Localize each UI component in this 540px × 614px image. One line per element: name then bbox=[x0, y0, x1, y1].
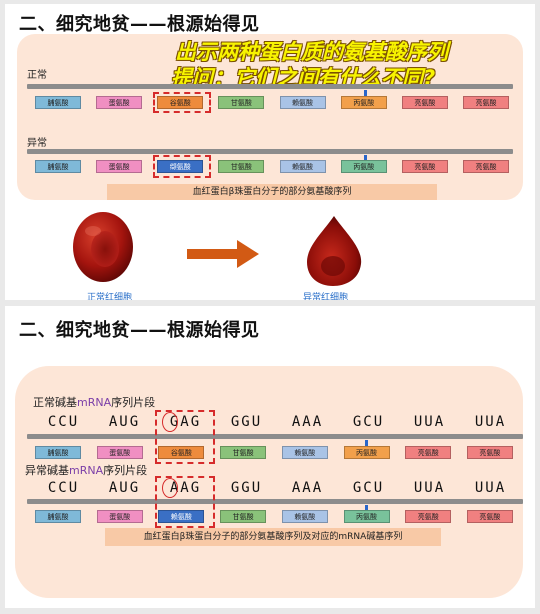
slide-title: 二、细究地贫——根源始得见 bbox=[19, 14, 260, 35]
amino-acid-cell: 亮氨酸 bbox=[462, 96, 509, 109]
mrna-comparison-panel bbox=[15, 366, 523, 598]
amino-acid-cell: 蛋氨酸 bbox=[96, 510, 143, 523]
amino-acid-cell: 甘氨酸 bbox=[218, 96, 265, 109]
amino-acid-cell: 蛋氨酸 bbox=[96, 96, 143, 109]
mutation-circle-normal bbox=[162, 412, 178, 432]
amino-acid-cell: 赖氨酸 bbox=[281, 446, 328, 459]
codon: UUA bbox=[413, 414, 446, 430]
codon: CCU bbox=[47, 414, 80, 430]
mutation-circle-abnormal bbox=[162, 478, 178, 498]
abnormal-amino-acid-row: 脯氨酸 蛋氨酸 赖氨酸 甘氨酸 赖氨酸 丙氨酸 亮氨酸 亮氨酸 bbox=[35, 510, 513, 523]
codon: GGU bbox=[230, 480, 263, 496]
label-suffix: 序列片段 bbox=[103, 464, 148, 477]
amino-acid-cell: 亮氨酸 bbox=[405, 446, 452, 459]
normal-cell-label: 正常红细胞 bbox=[87, 293, 133, 300]
marker-dot bbox=[364, 90, 367, 96]
codon: UUA bbox=[413, 480, 446, 496]
overlay-instruction-line1: 出示两种蛋白质的氨基酸序列 bbox=[175, 40, 448, 64]
amino-acid-cell: 亮氨酸 bbox=[462, 160, 509, 173]
amino-acid-cell: 亮氨酸 bbox=[401, 96, 448, 109]
highlight-box-abnormal bbox=[153, 155, 211, 178]
abnormal-row-label: 异常 bbox=[27, 138, 47, 149]
codon: CCU bbox=[47, 480, 80, 496]
amino-acid-cell: 赖氨酸 bbox=[158, 510, 205, 523]
amino-acid-cell: 亮氨酸 bbox=[466, 446, 513, 459]
normal-mrna-label: 正常碱基mRNA序列片段 bbox=[33, 394, 155, 410]
codon: UUA bbox=[474, 480, 507, 496]
highlight-box-normal bbox=[153, 92, 211, 113]
amino-acid-cell: 甘氨酸 bbox=[220, 510, 267, 523]
amino-acid-cell: 脯氨酸 bbox=[35, 96, 81, 109]
normal-amino-acid-row: 脯氨酸 蛋氨酸 谷氨酸 甘氨酸 赖氨酸 丙氨酸 亮氨酸 亮氨酸 bbox=[35, 96, 509, 109]
right-arrow-icon bbox=[187, 240, 259, 268]
label-suffix: 序列片段 bbox=[111, 396, 156, 409]
amino-acid-cell: 丙氨酸 bbox=[340, 160, 387, 173]
amino-acid-cell: 甘氨酸 bbox=[220, 446, 267, 459]
codon: AAA bbox=[291, 480, 324, 496]
sequence-caption: 血红蛋白β珠蛋白分子的部分氨基酸序列 bbox=[107, 184, 437, 200]
normal-backbone-line bbox=[27, 84, 513, 89]
amino-acid-cell: 脯氨酸 bbox=[35, 446, 81, 459]
normal-backbone-line bbox=[27, 434, 523, 439]
slide-amino-acid-comparison: 二、细究地贫——根源始得见 出示两种蛋白质的氨基酸序列 提问：它们之间有什么不同… bbox=[5, 4, 535, 300]
marker-dot bbox=[365, 440, 368, 446]
abnormal-cell-label: 异常红细胞 bbox=[303, 293, 349, 300]
amino-acid-cell: 谷氨酸 bbox=[158, 446, 205, 459]
abnormal-red-blood-cell-icon bbox=[307, 216, 362, 286]
amino-acid-cell: 丙氨酸 bbox=[343, 446, 390, 459]
codon: UUA bbox=[474, 414, 507, 430]
abnormal-mrna-label: 异常碱基mRNA序列片段 bbox=[25, 462, 147, 478]
marker-dot bbox=[364, 155, 367, 161]
amino-acid-cell: 甘氨酸 bbox=[218, 160, 265, 173]
amino-acid-cell: 脯氨酸 bbox=[35, 510, 81, 523]
codon: AUG bbox=[108, 414, 141, 430]
normal-row-label: 正常 bbox=[27, 70, 47, 81]
abnormal-backbone-line bbox=[27, 499, 523, 504]
marker-dot bbox=[365, 505, 368, 511]
amino-acid-cell: 谷氨酸 bbox=[157, 96, 204, 109]
amino-acid-cell: 缬氨酸 bbox=[157, 160, 204, 173]
codon: GCU bbox=[352, 480, 385, 496]
normal-red-blood-cell-icon bbox=[73, 212, 133, 282]
amino-acid-cell: 赖氨酸 bbox=[279, 96, 326, 109]
sequence-caption: 血红蛋白β珠蛋白分子的部分氨基酸序列及对应的mRNA碱基序列 bbox=[105, 528, 441, 546]
amino-acid-cell: 亮氨酸 bbox=[466, 510, 513, 523]
amino-acid-cell: 丙氨酸 bbox=[343, 510, 390, 523]
amino-acid-cell: 丙氨酸 bbox=[340, 96, 387, 109]
codon: AUG bbox=[108, 480, 141, 496]
label-prefix: 正常碱基 bbox=[33, 396, 77, 409]
slide-title: 二、细究地贫——根源始得见 bbox=[19, 320, 260, 341]
amino-acid-cell: 脯氨酸 bbox=[35, 160, 81, 173]
highlight-box-normal bbox=[155, 410, 215, 464]
label-mrna: mRNA bbox=[77, 396, 112, 409]
label-mrna: mRNA bbox=[69, 464, 104, 477]
label-prefix: 异常碱基 bbox=[25, 464, 69, 477]
amino-acid-cell: 亮氨酸 bbox=[401, 160, 448, 173]
normal-amino-acid-row: 脯氨酸 蛋氨酸 谷氨酸 甘氨酸 赖氨酸 丙氨酸 亮氨酸 亮氨酸 bbox=[35, 446, 513, 459]
codon: AAA bbox=[291, 414, 324, 430]
amino-acid-cell: 蛋氨酸 bbox=[96, 446, 143, 459]
amino-acid-cell: 赖氨酸 bbox=[279, 160, 326, 173]
abnormal-backbone-line bbox=[27, 149, 513, 154]
codon: GGU bbox=[230, 414, 263, 430]
highlight-box-abnormal bbox=[155, 476, 215, 528]
amino-acid-cell: 蛋氨酸 bbox=[96, 160, 143, 173]
abnormal-amino-acid-row: 脯氨酸 蛋氨酸 缬氨酸 甘氨酸 赖氨酸 丙氨酸 亮氨酸 亮氨酸 bbox=[35, 160, 509, 173]
codon: GCU bbox=[352, 414, 385, 430]
amino-acid-cell: 赖氨酸 bbox=[281, 510, 328, 523]
amino-acid-cell: 亮氨酸 bbox=[405, 510, 452, 523]
